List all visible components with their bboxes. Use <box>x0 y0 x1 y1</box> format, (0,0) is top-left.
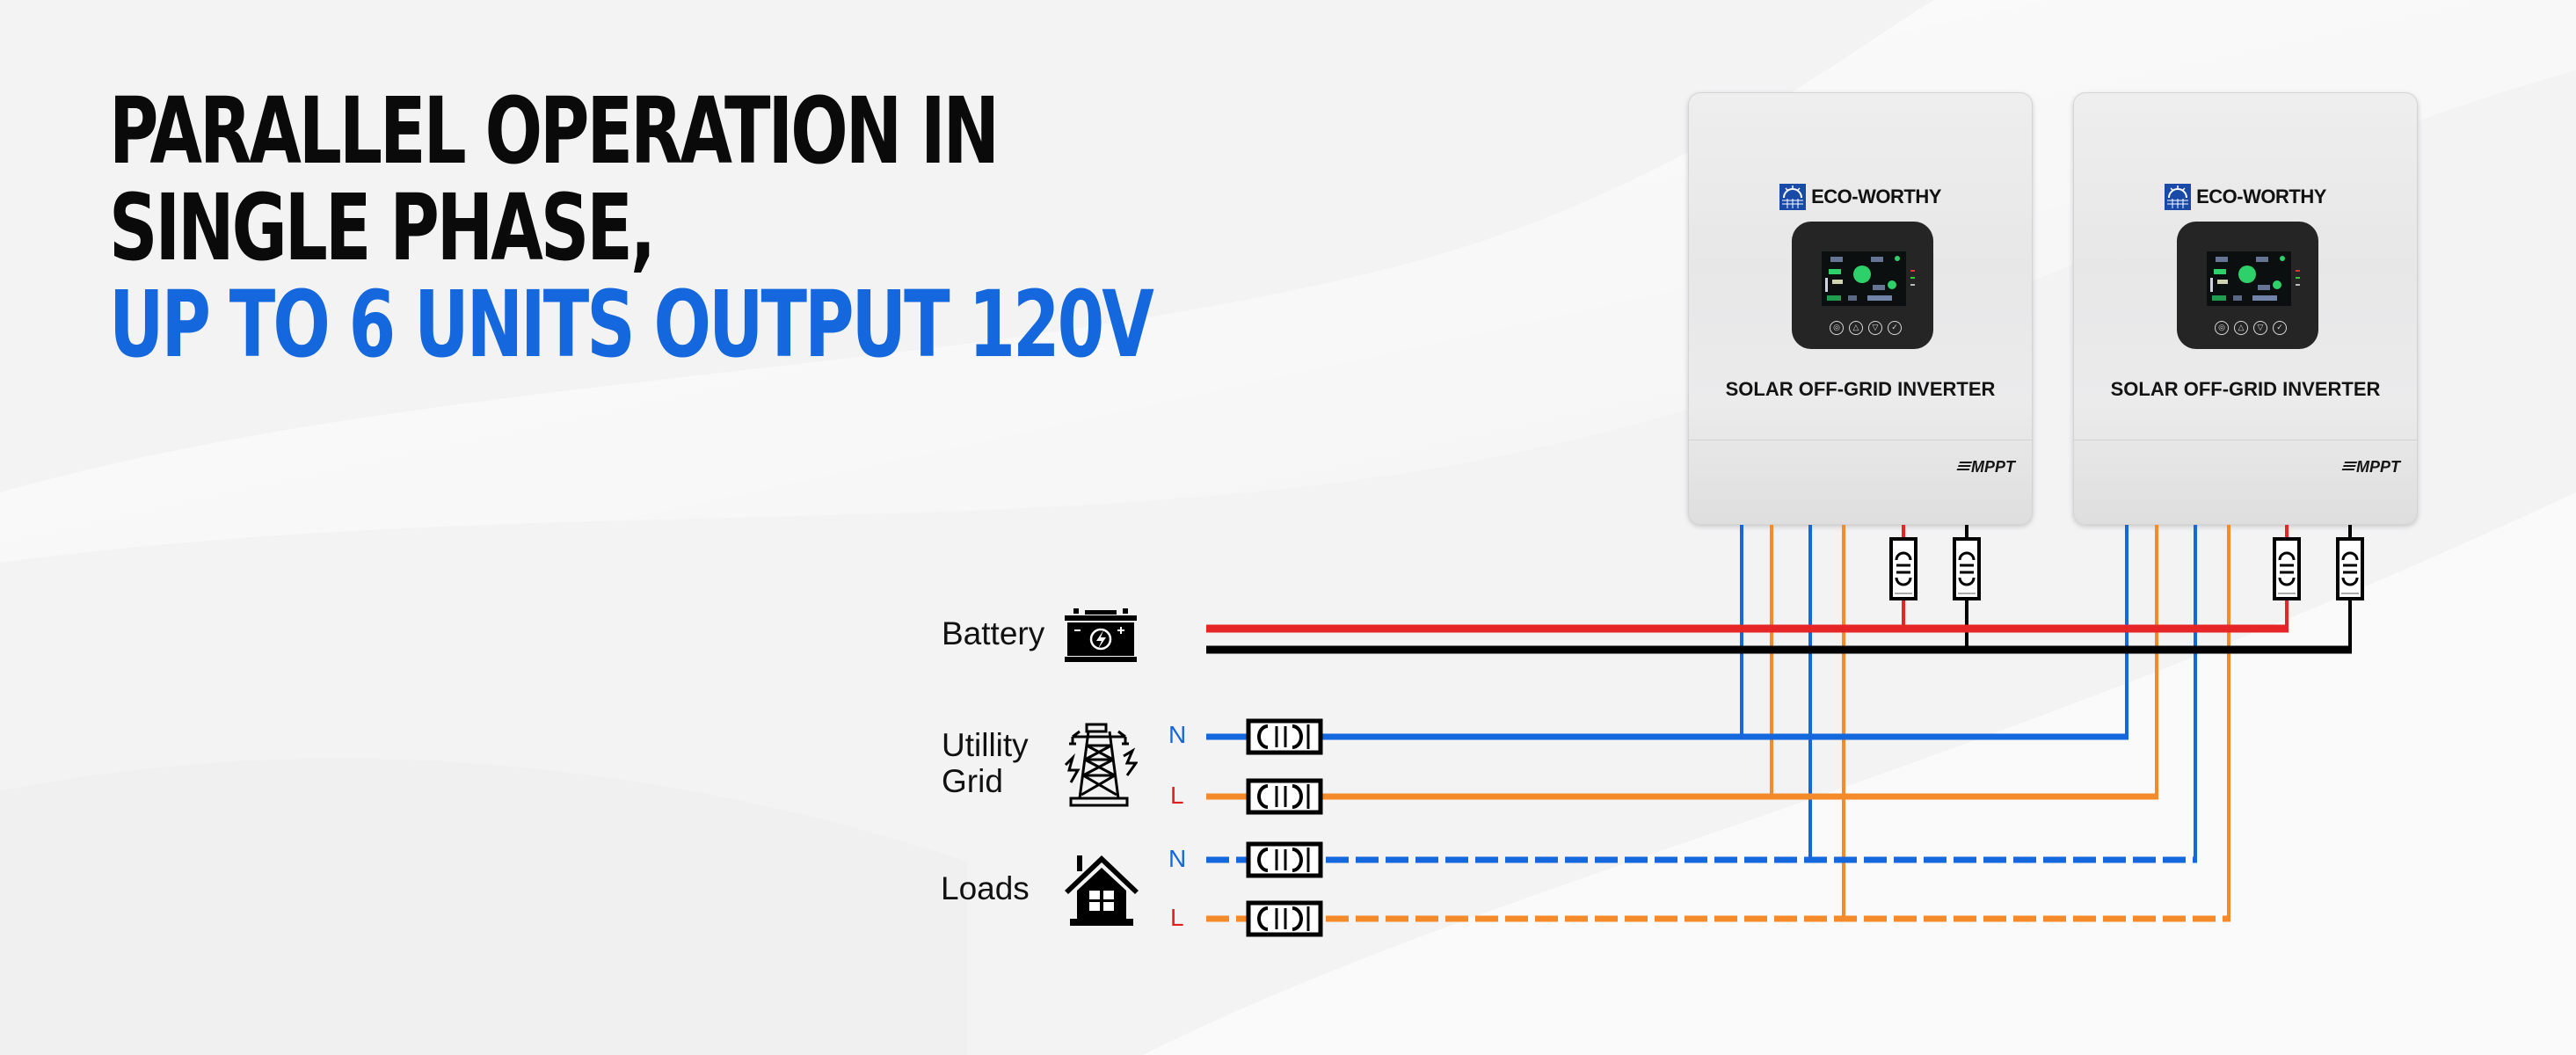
up-icon[interactable]: △ <box>1849 321 1863 335</box>
up-icon[interactable]: △ <box>2234 321 2248 335</box>
solar-panel-logo-icon <box>2165 184 2192 210</box>
headline-line-1: PARALLEL OPERATION IN <box>109 77 1000 185</box>
inv1-bat-pos-fuse <box>1889 537 1917 600</box>
loads-n-pole-label: N <box>1168 845 1187 872</box>
mppt-badge: MPPT <box>2343 458 2400 477</box>
headline: PARALLEL OPERATION IN SINGLE PHASE, UP T… <box>109 74 1517 382</box>
brand-name: ECO-WORTHY <box>1811 186 1941 207</box>
power-tower-icon <box>1064 723 1138 807</box>
inverter-2: ECO-WORTHY ◎ △ ▽ <box>2073 92 2418 525</box>
loads-label: Loads <box>941 870 1030 906</box>
inv1-bat-neg-fuse <box>1953 537 1981 600</box>
status-leds <box>2296 270 2301 291</box>
down-icon[interactable]: ▽ <box>2253 321 2267 335</box>
load-neutral-breaker <box>1248 844 1321 876</box>
brand-name: ECO-WORTHY <box>2196 186 2326 207</box>
lcd-screen <box>1822 251 1906 306</box>
headline-line-3: UP TO 6 UNITS OUTPUT 120V <box>109 271 1154 378</box>
inv2-bat-pos-fuse <box>2273 537 2301 600</box>
menu-icon[interactable]: ◎ <box>1830 321 1844 335</box>
down-icon[interactable]: ▽ <box>1868 321 1882 335</box>
status-leds <box>1910 270 1916 291</box>
model-label: SOLAR OFF-GRID INVERTER <box>1725 378 1996 400</box>
lcd-screen <box>2207 251 2291 306</box>
inv2-bat-neg-fuse <box>2336 537 2364 600</box>
headline-line-2: SINGLE PHASE, <box>109 174 656 281</box>
grid-l-pole-label: L <box>1170 782 1184 809</box>
grid-label-line2: Grid <box>942 763 1003 799</box>
house-icon <box>1065 855 1139 926</box>
grid-label-line1: Utillity <box>942 727 1029 763</box>
load-live-breaker <box>1248 903 1321 935</box>
loads-l-pole-label: L <box>1170 904 1184 931</box>
grid-n-pole-label: N <box>1168 721 1187 748</box>
battery-icon <box>1065 608 1137 662</box>
panel-buttons: ◎ △ ▽ ✓ <box>1830 321 1902 335</box>
brand: ECO-WORTHY <box>2073 184 2418 210</box>
mppt-badge: MPPT <box>1958 458 2015 477</box>
model-label: SOLAR OFF-GRID INVERTER <box>2110 378 2381 400</box>
solar-panel-logo-icon <box>1779 184 1807 210</box>
control-panel: ◎ △ ▽ ✓ <box>1792 222 1933 349</box>
confirm-icon[interactable]: ✓ <box>1888 321 1902 335</box>
panel-buttons: ◎ △ ▽ ✓ <box>2215 321 2287 335</box>
grid-neutral-breaker <box>1248 721 1321 753</box>
control-panel: ◎ △ ▽ ✓ <box>2177 222 2318 349</box>
inverter-1: ECO-WORTHY ◎ △ ▽ <box>1688 92 2033 525</box>
battery-label: Battery <box>942 615 1045 651</box>
grid-live-breaker <box>1248 781 1321 812</box>
menu-icon[interactable]: ◎ <box>2215 321 2229 335</box>
confirm-icon[interactable]: ✓ <box>2273 321 2287 335</box>
brand: ECO-WORTHY <box>1688 184 2033 210</box>
